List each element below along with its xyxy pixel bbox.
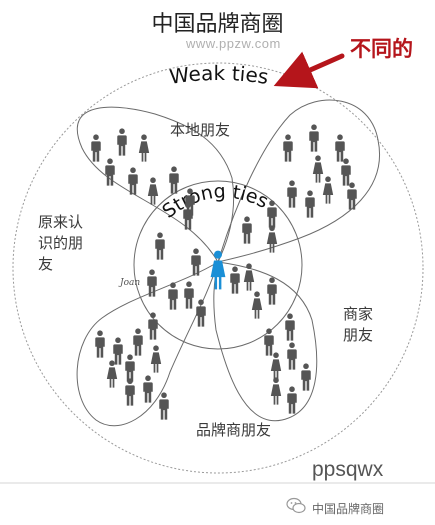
group-label-line: 原来认: [38, 213, 84, 231]
person-icon: [125, 354, 135, 382]
person-icon: [148, 312, 158, 340]
page-title: 中国品牌商圈: [151, 12, 284, 37]
person-icon: [287, 180, 297, 208]
person-icon: [147, 177, 159, 205]
person-icon: [341, 158, 351, 186]
person-icon: [150, 345, 162, 373]
group-label-line: 朋友: [343, 326, 374, 344]
lobe-merchant-friends: [213, 261, 318, 422]
lobe-local-friends: [76, 106, 235, 264]
person-icon: [283, 134, 293, 162]
person-icon: [133, 328, 143, 356]
strong-ties-circle: [133, 180, 303, 350]
callout-arrow: [273, 51, 345, 89]
person-icon: [159, 392, 169, 420]
person-icon: [309, 124, 319, 152]
person-icon: [169, 166, 179, 194]
group-label-local: 本地朋友: [170, 121, 231, 139]
person-icon: [155, 232, 165, 260]
person-icon: [322, 176, 334, 204]
merchant-friends-people: [264, 313, 311, 414]
group-label-brand: 品牌商朋友: [196, 421, 272, 439]
group-label-old-friends: 原来认 识的朋 友: [38, 212, 83, 275]
person-icon: [117, 128, 127, 156]
person-icon: [91, 134, 101, 162]
group-label-line: 识的朋: [38, 234, 84, 252]
group-label-line: 友: [38, 255, 54, 273]
person-icon: [251, 291, 263, 319]
wechat-icon: [286, 497, 306, 514]
person-icon: [270, 377, 282, 405]
person-name-label: Joan: [118, 278, 140, 288]
person-icon: [287, 342, 297, 370]
person-icon: [264, 328, 274, 356]
person-icon: [270, 352, 282, 380]
person-icon: [184, 281, 194, 309]
person-icon: [267, 277, 277, 305]
person-icon: [335, 134, 345, 162]
person-icon: [125, 378, 135, 406]
account-name: 中国品牌商圈: [312, 502, 385, 516]
callout-text: 不同的: [350, 37, 413, 61]
person-icon: [138, 134, 150, 162]
group-label-line: 商家: [343, 305, 374, 323]
person-icon: [267, 200, 277, 228]
person-icon: [113, 337, 123, 365]
upper-right-people: [267, 124, 357, 228]
person-icon: [95, 330, 105, 358]
center-person-icon: [210, 250, 226, 290]
website-url: www.ppzw.com: [186, 36, 281, 51]
person-icon: [312, 155, 324, 183]
strong-ties-people: [147, 202, 278, 327]
lobe-merchant-right: [217, 99, 380, 263]
person-icon: [230, 266, 240, 294]
person-icon: [143, 375, 153, 403]
weak-ties-circle: [12, 62, 424, 474]
lobe-brand-friends: [76, 260, 219, 427]
person-icon: [305, 190, 315, 218]
brand-friends-people: [95, 312, 169, 420]
person-icon: [168, 282, 178, 310]
person-icon: [196, 299, 206, 327]
person-icon: [301, 363, 311, 391]
watermark-text: ppsqwx: [312, 458, 384, 481]
person-icon: [128, 167, 138, 195]
person-icon: [285, 313, 295, 341]
person-icon: [287, 386, 297, 414]
weak-ties-label: Weak ties: [168, 61, 270, 89]
group-label-merchant: 商家 朋友: [343, 304, 373, 346]
person-icon: [242, 216, 252, 244]
